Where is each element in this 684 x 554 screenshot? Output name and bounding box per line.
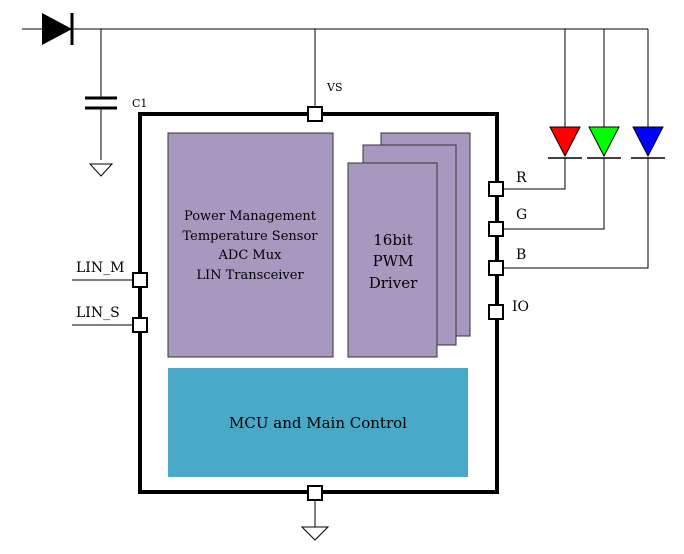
g-label: G: [516, 207, 527, 223]
gnd-pin: [307, 485, 323, 501]
b-label: B: [516, 247, 526, 263]
io-label: IO: [512, 299, 529, 315]
red-led-return: [503, 158, 566, 190]
capacitor-label: C1: [132, 97, 147, 110]
lin-m-pin: [132, 272, 148, 288]
blue-led: [632, 126, 664, 158]
g-pin: [488, 221, 504, 237]
capacitor-icon: [85, 96, 117, 110]
led-icon: [587, 126, 621, 159]
pwm-driver-block: [347, 162, 438, 358]
lin-s-label: LIN_S: [76, 305, 120, 321]
vs-pin: [307, 106, 323, 122]
pwm-block-line-3: Driver: [369, 274, 418, 292]
power-block-line-4: LIN Transceiver: [196, 268, 304, 283]
r-label: R: [516, 170, 527, 186]
lin-s-pin: [132, 317, 148, 333]
red-led: [549, 126, 581, 158]
vs-label: VS: [326, 81, 342, 94]
power-block-line-1: Power Management: [184, 209, 317, 224]
led-icon: [548, 126, 582, 159]
green-led-return: [503, 158, 605, 230]
power-block-line-3: ADC Mux: [218, 248, 283, 263]
green-led: [588, 126, 620, 158]
ground-icon: [300, 526, 330, 541]
blue-led-return: [503, 158, 649, 269]
ground-icon: [88, 163, 114, 177]
diode-icon: [42, 13, 74, 45]
led-icon: [631, 126, 665, 159]
power-management-block: [167, 132, 334, 358]
pwm-block-line-2: PWM: [373, 252, 414, 270]
pwm-block-line-1: 16bit: [373, 231, 413, 249]
power-block-line-2: Temperature Sensor: [183, 229, 319, 244]
r-pin: [488, 181, 504, 197]
lin-m-label: LIN_M: [76, 260, 124, 276]
io-pin: [488, 304, 504, 320]
mcu-block: [168, 368, 468, 477]
b-pin: [488, 260, 504, 276]
mcu-block-label: MCU and Main Control: [229, 414, 407, 432]
